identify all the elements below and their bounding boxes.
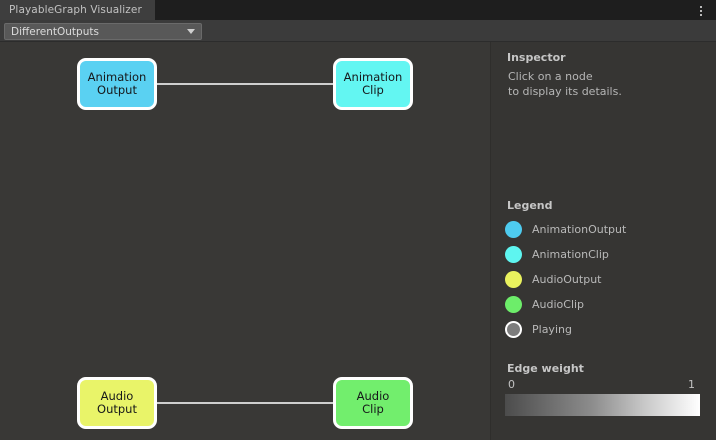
window-titlebar: PlayableGraph Visualizer (0, 0, 716, 20)
node-label-line2: Output (97, 402, 137, 416)
toolbar: DifferentOutputs (0, 20, 716, 42)
legend-label: AnimationOutput (532, 223, 627, 236)
node-label-line1: Audio (100, 389, 134, 403)
edge-animation (157, 83, 333, 85)
legend-label: AudioClip (532, 298, 585, 311)
legend-label: Playing (532, 323, 572, 336)
graph-selector-dropdown[interactable]: DifferentOutputs (4, 23, 202, 40)
edge-weight-min-label: 0 (508, 378, 515, 391)
legend-list: AnimationOutput AnimationClip AudioOutpu… (505, 217, 715, 342)
kebab-menu-icon[interactable] (694, 3, 708, 18)
graph-selector-value: DifferentOutputs (11, 25, 99, 38)
node-label-line2: Output (97, 83, 137, 97)
inspector-hint-line2: to display its details. (508, 85, 622, 98)
node-label-line2: Clip (362, 83, 384, 97)
node-audio-clip[interactable]: Audio Clip (333, 377, 413, 429)
node-label-line1: Audio (356, 389, 390, 403)
node-label-line1: Animation (343, 70, 403, 84)
kebab-dot (700, 13, 702, 16)
tab-label: PlayableGraph Visualizer (9, 4, 142, 16)
edge-weight-max-label: 1 (688, 378, 695, 391)
legend-item-playing: Playing (505, 317, 715, 342)
kebab-dot (700, 5, 702, 8)
legend-item-animationoutput: AnimationOutput (505, 217, 715, 242)
node-label-line2: Clip (362, 402, 384, 416)
graph-canvas[interactable]: Animation Output Animation Clip Audio Ou… (0, 42, 490, 440)
node-label-line1: Animation (87, 70, 147, 84)
legend-item-audiooutput: AudioOutput (505, 267, 715, 292)
edge-weight-title: Edge weight (507, 362, 584, 375)
edge-audio (157, 402, 333, 404)
edge-weight-gradient-bar (505, 394, 700, 416)
inspector-hint: Click on a node to display its details. (508, 69, 622, 99)
legend-swatch-icon (505, 221, 522, 238)
legend-item-audioclip: AudioClip (505, 292, 715, 317)
inspector-panel (491, 42, 716, 440)
tab-playablegraph-visualizer[interactable]: PlayableGraph Visualizer (0, 0, 155, 20)
legend-swatch-playing-icon (505, 321, 522, 338)
node-animation-clip[interactable]: Animation Clip (333, 58, 413, 110)
legend-item-animationclip: AnimationClip (505, 242, 715, 267)
node-audio-output[interactable]: Audio Output (77, 377, 157, 429)
legend-label: AudioOutput (532, 273, 602, 286)
node-animation-output[interactable]: Animation Output (77, 58, 157, 110)
chevron-down-icon (187, 29, 195, 34)
inspector-title: Inspector (507, 51, 566, 64)
kebab-dot (700, 9, 702, 12)
legend-swatch-icon (505, 246, 522, 263)
legend-swatch-icon (505, 271, 522, 288)
panel-divider (490, 42, 491, 440)
legend-swatch-icon (505, 296, 522, 313)
legend-label: AnimationClip (532, 248, 609, 261)
legend-title: Legend (507, 199, 553, 212)
inspector-hint-line1: Click on a node (508, 70, 593, 83)
